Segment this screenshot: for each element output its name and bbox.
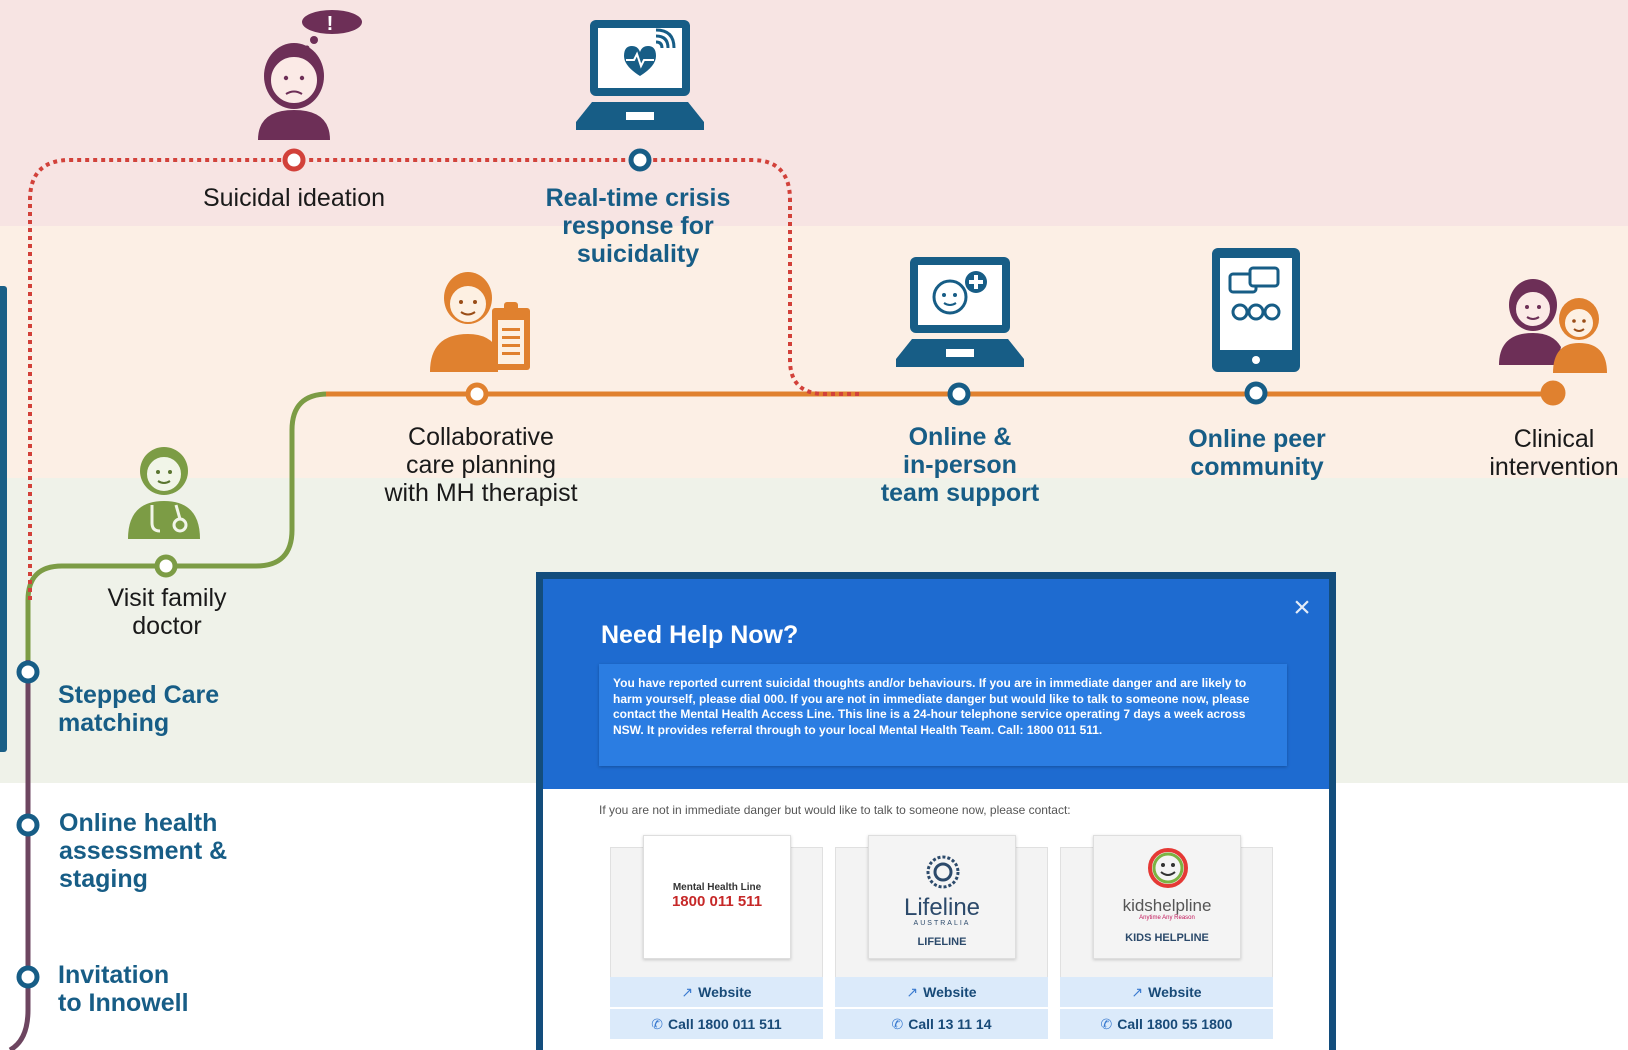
tablet-chat-icon xyxy=(1212,248,1300,372)
contact-intro: If you are not in immediate danger but w… xyxy=(599,803,1071,817)
contact-card-kids-helpline: kidshelpline Anytime Any Reason KIDS HEL… xyxy=(1060,835,1273,1039)
label-line: team support xyxy=(880,479,1040,507)
phone-icon: ✆ xyxy=(891,1016,904,1032)
contact-card-mental-health-line: Mental Health Line 1800 011 511 ↗Website… xyxy=(610,835,823,1039)
label-line: assessment & xyxy=(59,837,228,865)
alert-message: You have reported current suicidal thoug… xyxy=(599,664,1287,766)
label-line: to Innowell xyxy=(58,989,189,1017)
node-family-doctor xyxy=(154,554,178,578)
label-line: with MH therapist xyxy=(384,479,578,507)
website-label: Website xyxy=(698,984,752,1000)
node-stepped-care xyxy=(16,660,40,684)
external-link-icon: ↗ xyxy=(906,984,919,1000)
contact-card-lifeline: Lifeline AUSTRALIA LIFELINE ↗Website ✆Ca… xyxy=(835,835,1048,1039)
label-suicidal-ideation: Suicidal ideation xyxy=(202,184,386,212)
band-care xyxy=(0,226,1628,478)
node-peer-community xyxy=(1244,381,1268,405)
website-label: Website xyxy=(1148,984,1202,1000)
logo-caption: LIFELINE xyxy=(917,936,967,948)
call-label: Call 13 11 14 xyxy=(908,1016,992,1032)
label-line: matching xyxy=(58,709,170,737)
phone-icon: ✆ xyxy=(651,1016,664,1032)
external-link-icon: ↗ xyxy=(681,984,694,1000)
node-realtime-crisis xyxy=(628,148,652,172)
therapist-clipboard-icon xyxy=(430,272,530,372)
person-with-thought-bubble-icon: ! xyxy=(258,10,362,140)
node-online-team xyxy=(947,382,971,406)
label-family-doctor: Visit family doctor xyxy=(107,584,226,640)
band-crisis xyxy=(0,0,1628,226)
label-line: in-person xyxy=(903,451,1017,479)
label-line: Real-time crisis xyxy=(545,184,731,212)
help-modal: Need Help Now? × You have reported curre… xyxy=(536,572,1336,1050)
doctor-icon xyxy=(128,447,200,539)
label-clinical: Clinical intervention xyxy=(1489,425,1618,481)
website-label: Website xyxy=(923,984,977,1000)
label-line: suicidality xyxy=(576,240,700,268)
node-online-assessment xyxy=(16,813,40,837)
logo-caption: KIDS HELPLINE xyxy=(1125,932,1209,944)
logo-line1: kidshelpline xyxy=(1122,896,1212,915)
logo-line2: Anytime Any Reason xyxy=(1139,915,1195,921)
laptop-person-plus-icon xyxy=(896,257,1024,367)
label-stepped-care: Stepped Care matching xyxy=(58,681,219,737)
label-line: Clinical xyxy=(1513,425,1595,453)
lifeline-logo: Lifeline AUSTRALIA LIFELINE xyxy=(868,835,1016,959)
label-collab-care: Collaborative care planning with MH ther… xyxy=(384,423,577,507)
label-line: response for xyxy=(562,212,714,240)
kids-helpline-face-icon xyxy=(1148,848,1188,888)
label-line: Online & xyxy=(908,423,1012,451)
svg-text:!: ! xyxy=(327,13,334,35)
node-invitation xyxy=(16,965,40,989)
label-line: Collaborative xyxy=(408,423,554,451)
label-line: staging xyxy=(59,865,148,893)
close-button[interactable]: × xyxy=(1287,593,1317,623)
call-label: Call 1800 011 511 xyxy=(668,1016,782,1032)
entry-path xyxy=(8,660,31,1050)
primary-care-path xyxy=(25,391,329,660)
phone-icon: ✆ xyxy=(1100,1016,1113,1032)
logo-line1: Mental Health Line xyxy=(672,882,762,893)
label-line: Online health xyxy=(59,809,218,837)
label-online-team: Online & in-person team support xyxy=(881,423,1039,507)
call-button[interactable]: ✆Call 1800 55 1800 xyxy=(1060,1009,1273,1039)
node-collab-care xyxy=(465,382,489,406)
help-modal-body: Need Help Now? × You have reported curre… xyxy=(543,579,1329,1050)
modal-title: Need Help Now? xyxy=(601,621,799,649)
call-label: Call 1800 55 1800 xyxy=(1117,1016,1233,1032)
website-button[interactable]: ↗Website xyxy=(610,977,823,1007)
modal-header: Need Help Now? × You have reported curre… xyxy=(543,579,1329,789)
label-line: doctor xyxy=(132,612,202,640)
node-suicidal-ideation xyxy=(282,148,306,172)
label-line: community xyxy=(1190,453,1324,481)
left-accent-bar xyxy=(0,286,7,752)
close-icon[interactable]: × xyxy=(1293,591,1311,624)
label-line: intervention xyxy=(1489,453,1619,481)
logo-line2: 1800 011 511 xyxy=(671,893,763,910)
label-online-assessment: Online health assessment & staging xyxy=(59,809,227,893)
label-line: Invitation xyxy=(58,961,170,989)
two-people-icon xyxy=(1499,279,1607,373)
logo-line2: AUSTRALIA xyxy=(913,920,971,927)
website-button[interactable]: ↗Website xyxy=(835,977,1048,1007)
lifeline-flower-icon xyxy=(926,855,960,889)
laptop-heart-signal-icon xyxy=(576,20,704,130)
label-realtime-crisis: Real-time crisis response for suicidalit… xyxy=(546,184,731,268)
label-peer-community: Online peer community xyxy=(1188,425,1326,481)
website-button[interactable]: ↗Website xyxy=(1060,977,1273,1007)
node-clinical xyxy=(1540,380,1566,406)
call-button[interactable]: ✆Call 1800 011 511 xyxy=(610,1009,823,1039)
kids-helpline-logo: kidshelpline Anytime Any Reason KIDS HEL… xyxy=(1093,835,1241,959)
label-line: Online peer xyxy=(1188,425,1326,453)
external-link-icon: ↗ xyxy=(1131,984,1144,1000)
label-line: Stepped Care xyxy=(58,681,220,709)
mental-health-line-logo: Mental Health Line 1800 011 511 xyxy=(643,835,791,959)
label-line: Visit family xyxy=(107,584,227,612)
logo-line1: Lifeline xyxy=(903,894,981,921)
label-invitation: Invitation to Innowell xyxy=(58,961,189,1017)
label-line: care planning xyxy=(405,451,557,479)
call-button[interactable]: ✆Call 13 11 14 xyxy=(835,1009,1048,1039)
